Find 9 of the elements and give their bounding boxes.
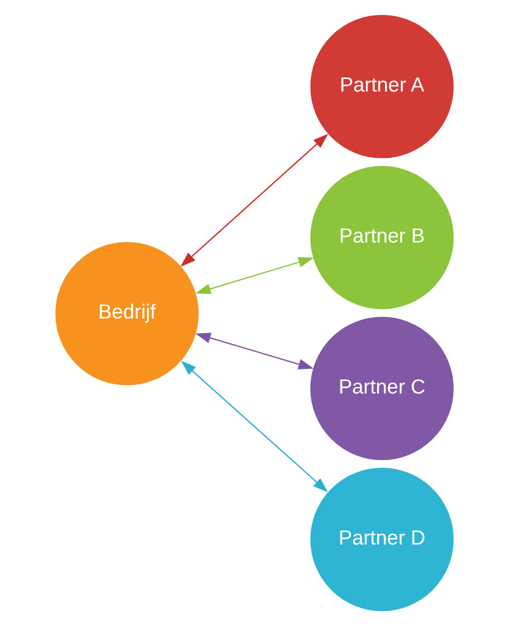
arrow xyxy=(195,332,314,370)
node-circle: Partner D xyxy=(308,465,456,614)
node-circle: Partner B xyxy=(308,163,456,312)
arrow xyxy=(181,360,328,492)
node-circle: Partner C xyxy=(308,314,456,463)
node-circle: Partner A xyxy=(308,12,456,161)
arrow xyxy=(195,257,314,294)
arrow xyxy=(180,134,328,267)
node-circle: Bedrijf xyxy=(52,239,202,388)
